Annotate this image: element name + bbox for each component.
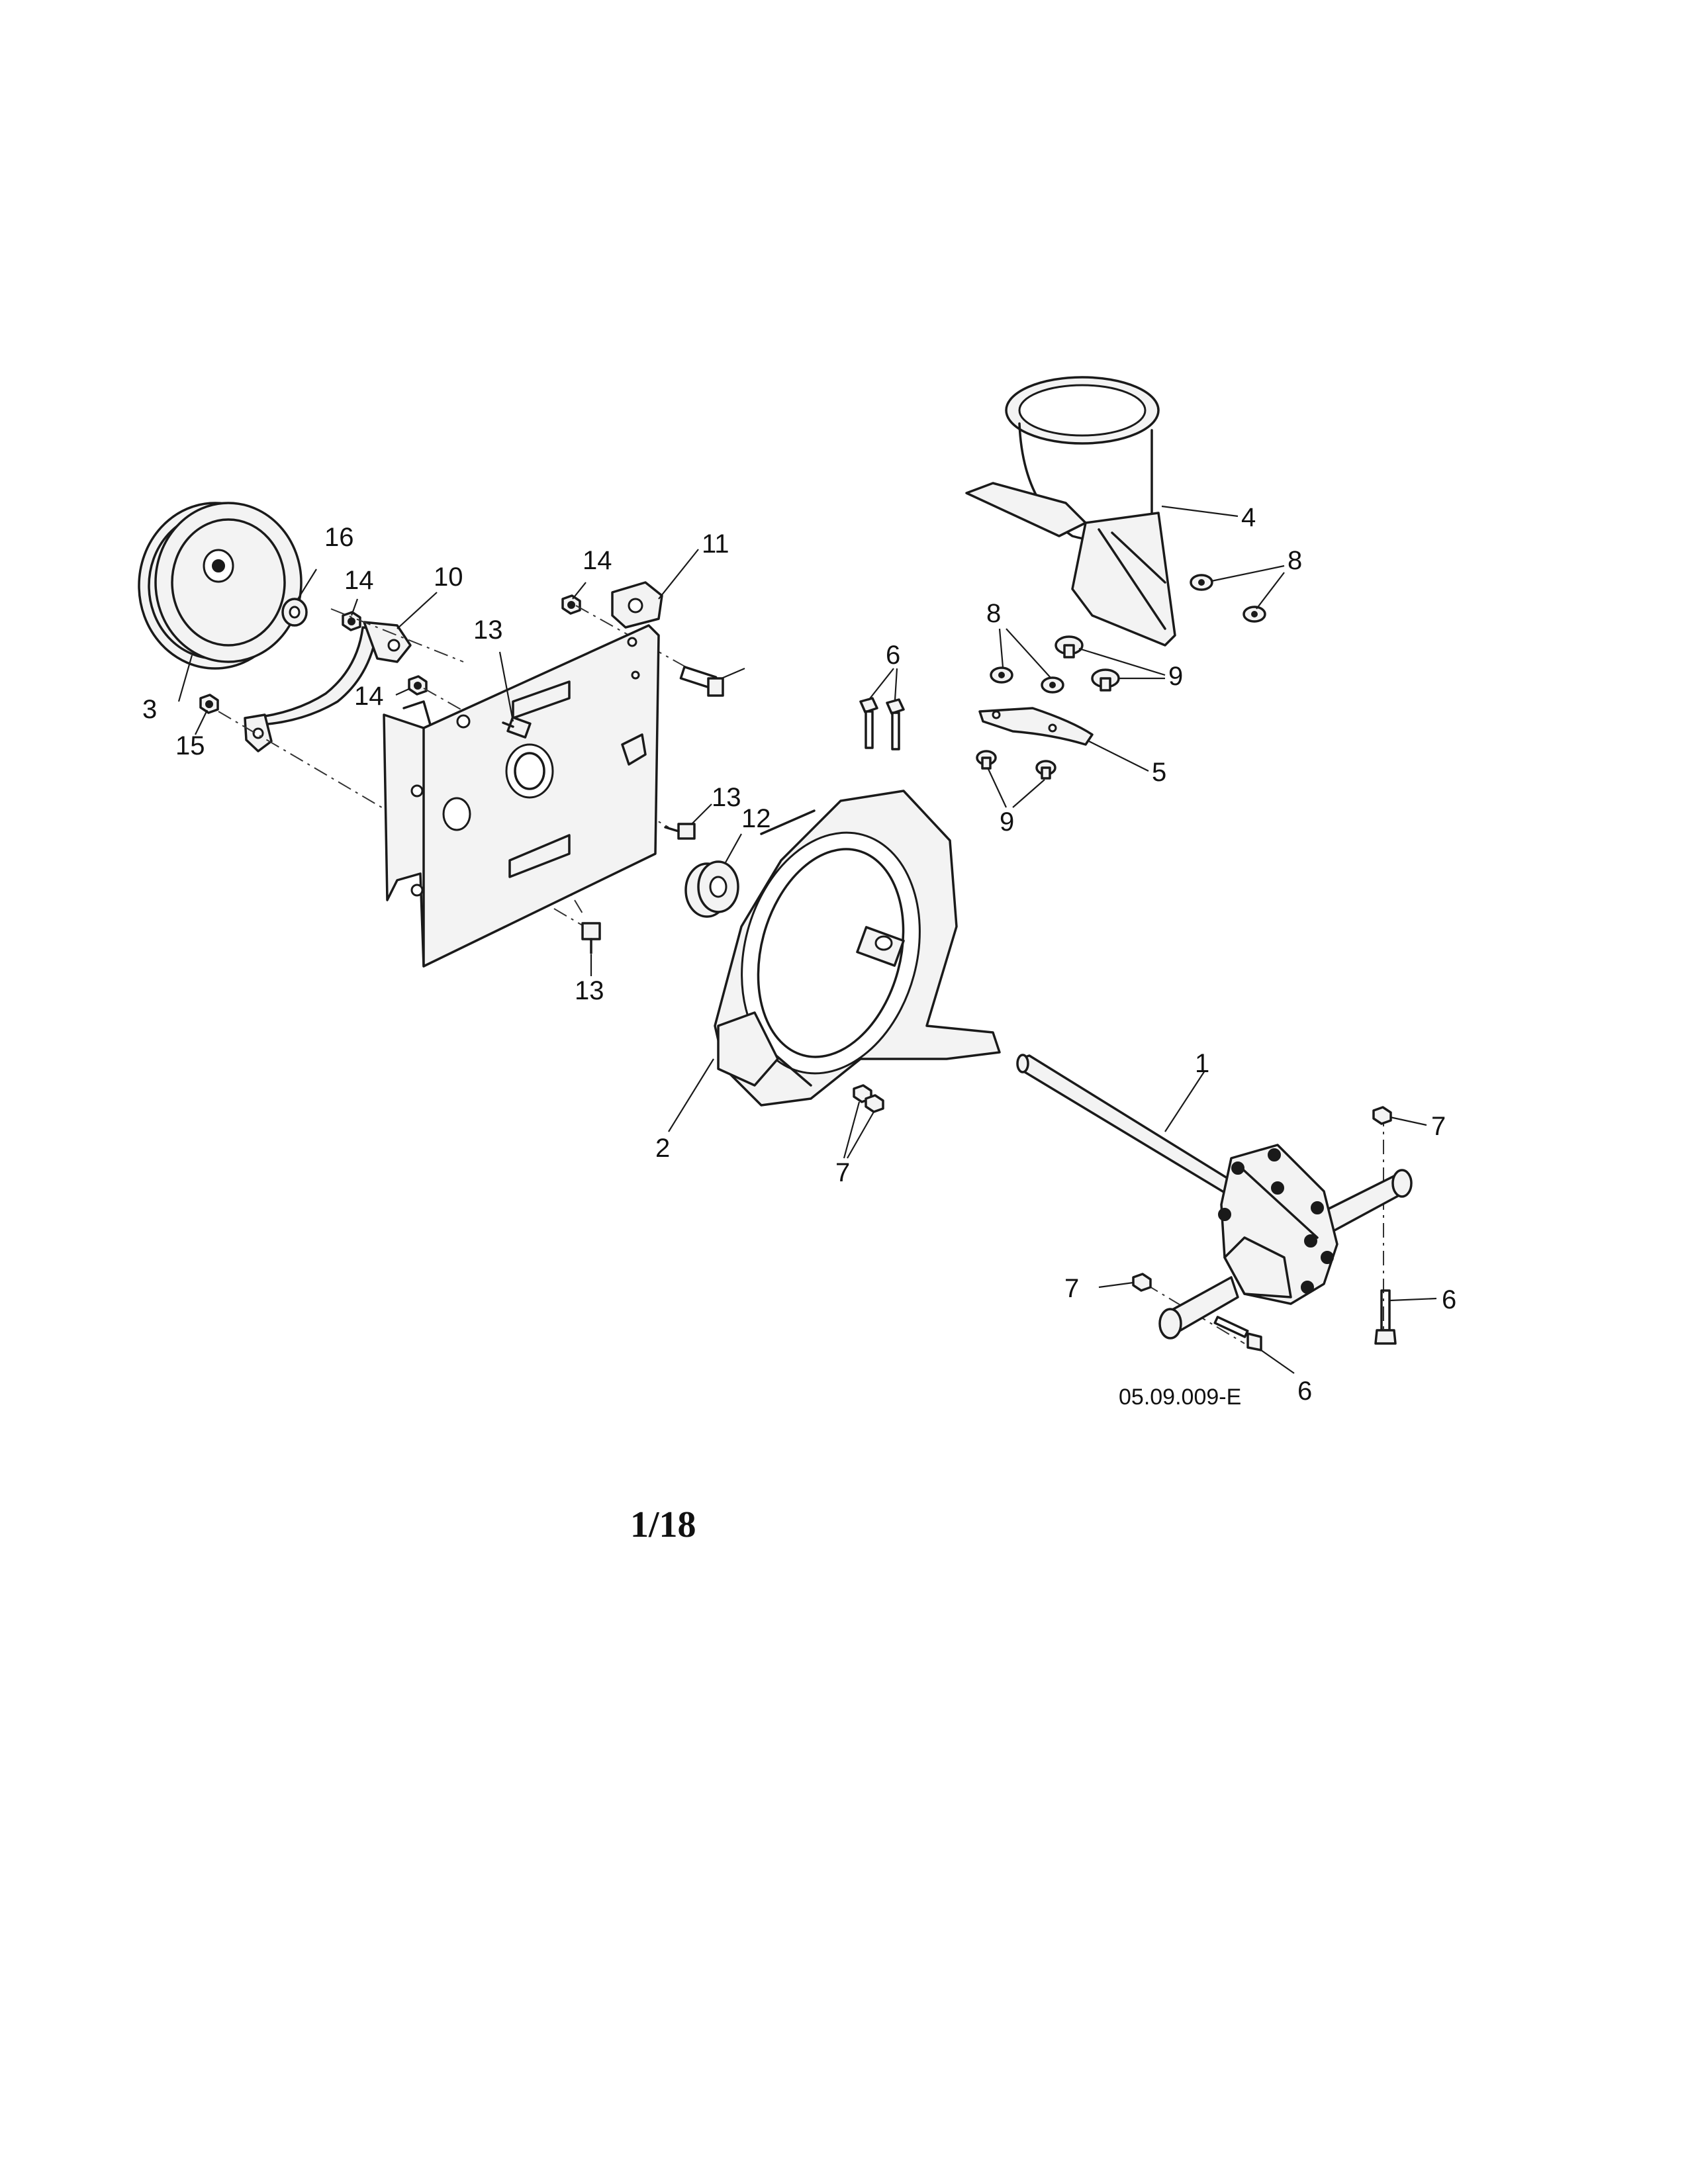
callout-7-right: 7	[1431, 1112, 1446, 1141]
callout-6-top: 6	[886, 641, 900, 670]
belt-guide-bracket-part	[244, 621, 412, 752]
gearbox-assembly-part	[1016, 1054, 1413, 1340]
impeller-housing-part	[714, 790, 1001, 1107]
callout-3: 3	[142, 695, 157, 724]
lock-nut-part	[1372, 1106, 1392, 1125]
bearing-part	[684, 860, 739, 918]
callout-13-upper: 13	[473, 615, 503, 645]
discharge-chute-part	[965, 376, 1176, 647]
bolt-part	[581, 922, 601, 954]
callout-7-left: 7	[1064, 1274, 1079, 1303]
flange-nut-part	[990, 666, 1013, 684]
bolt-part	[502, 716, 532, 739]
hex-bolt-part	[1374, 1289, 1397, 1345]
callout-8-right: 8	[1288, 546, 1302, 575]
drawing-code: 05.09.009-E	[1119, 1385, 1241, 1410]
carriage-bolt-part	[1035, 760, 1056, 780]
callout-6-right: 6	[1442, 1285, 1456, 1314]
page-number: 1/18	[630, 1504, 696, 1545]
callout-15: 16	[324, 523, 354, 552]
leader-lines	[177, 505, 1437, 1374]
callout-13-middle: 13	[712, 783, 741, 812]
callout-14-upper-left: 14	[344, 566, 374, 595]
flange-nut-part	[1190, 574, 1213, 591]
callout-14-top: 14	[583, 546, 612, 575]
callout-14-middle: 14	[354, 682, 384, 711]
callout-4: 4	[1241, 503, 1256, 532]
callout-12: 12	[741, 804, 771, 833]
washer-part	[281, 598, 308, 627]
callout-labels: 1 2 3 4 5 6 6 6 7 7 7 8 8 9 9 10 11 12 1…	[142, 503, 1456, 1545]
callout-7-center: 7	[835, 1158, 850, 1187]
callout-11: 11	[702, 529, 729, 559]
flange-nut-part	[1243, 606, 1266, 623]
flange-nut-part	[1041, 676, 1064, 694]
lock-nut-part	[1132, 1273, 1152, 1292]
hex-bolt-part	[886, 698, 905, 751]
pulley-part	[138, 502, 303, 670]
carriage-bolt-part	[1055, 635, 1084, 659]
nut-part	[199, 694, 219, 714]
bolt-part	[679, 665, 724, 697]
mounting-plate-part	[383, 624, 660, 968]
carriage-bolt-part	[976, 750, 997, 770]
callout-8-left: 8	[986, 599, 1001, 628]
hex-bolt-part	[859, 697, 878, 749]
carriage-bolt-part	[1091, 668, 1120, 692]
hex-bolt-part	[1213, 1316, 1262, 1351]
callout-9-lower: 9	[1000, 807, 1014, 837]
nut-part	[561, 594, 581, 615]
callout-5: 5	[1152, 758, 1166, 787]
lock-nut-part	[865, 1094, 884, 1113]
bolt-part	[664, 823, 696, 840]
deflector-plate-part	[978, 707, 1094, 746]
callout-9-upper: 9	[1168, 662, 1183, 691]
callout-14-bottom-left: 15	[175, 731, 205, 760]
bracket-part	[611, 581, 663, 629]
nut-part	[408, 675, 428, 696]
callout-6-bottom: 6	[1297, 1377, 1312, 1406]
callout-1: 1	[1195, 1049, 1209, 1078]
callout-10: 10	[434, 563, 463, 592]
callout-2: 2	[655, 1134, 670, 1163]
callout-13-lower: 13	[575, 976, 604, 1005]
